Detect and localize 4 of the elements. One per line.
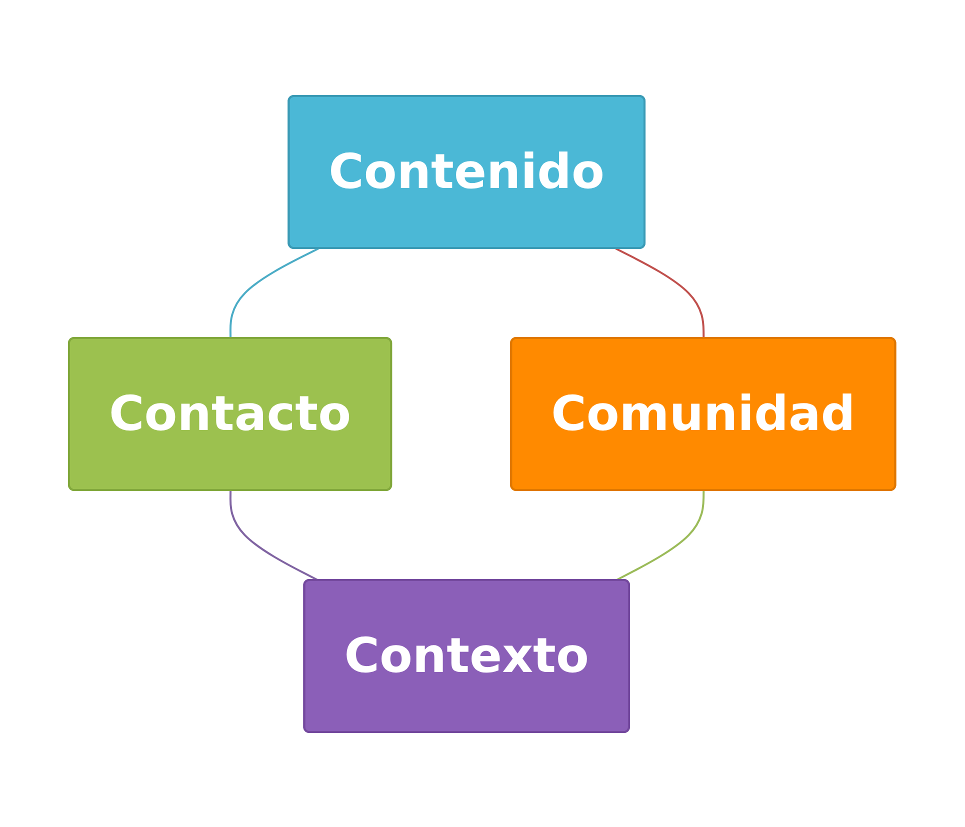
connector xyxy=(616,247,706,338)
connector xyxy=(616,490,706,581)
connector xyxy=(230,247,320,338)
connector xyxy=(230,490,320,581)
